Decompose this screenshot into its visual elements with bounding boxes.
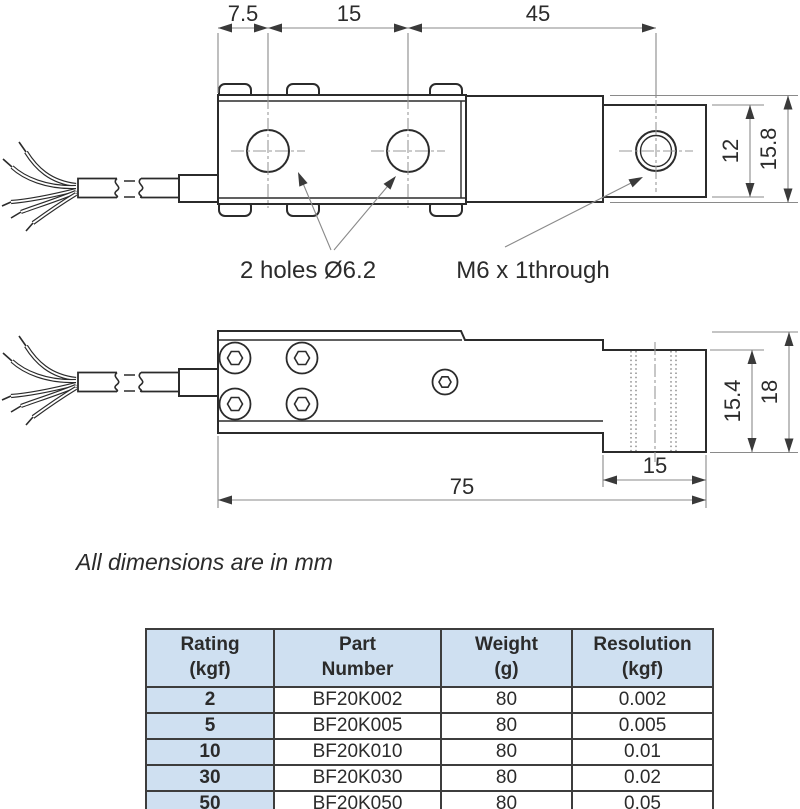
dim-75-value: 75 [450,474,474,499]
body-side-view [217,330,707,453]
cover-plate-lines-side [218,339,603,422]
technical-drawing: 7.5 15 45 12 15.8 [0,1,798,575]
weight-cell: 80 [440,764,573,792]
header-resolution: Resolution(kgf) [571,628,714,688]
table-row: 2 BF20K002 80 0.002 [145,686,714,714]
resolution-cell: 0.005 [571,712,714,740]
dim-15-side: 15 [603,453,706,485]
thread-callout-label: M6 x 1through [456,257,609,284]
part-number-cell: BF20K030 [273,764,442,792]
dim-15-top: 15 [268,1,408,33]
header-rating: Rating(kgf) [145,628,275,688]
side-view: 15 75 15.4 18 [2,330,798,508]
part-number-cell: BF20K050 [273,790,442,809]
dim-15-8-value: 15.8 [756,128,781,171]
cable-side-view [2,336,218,425]
weight-cell: 80 [440,738,573,766]
thread-callout: M6 x 1through [456,177,643,284]
resolution-cell: 0.01 [571,738,714,766]
dim-15-4-value: 15.4 [720,380,745,423]
dim-7-5-value: 7.5 [228,1,259,26]
units-note: All dimensions are in mm [74,549,333,575]
part-number-cell: BF20K002 [273,686,442,714]
mid-section-top-view [465,95,604,203]
dim-15-8: 15.8 [756,95,793,203]
rating-cell: 50 [145,790,275,809]
table-row: 10 BF20K010 80 0.01 [145,738,714,766]
dim-7-5: 7.5 [218,1,656,33]
resolution-cell: 0.02 [571,764,714,792]
socket-screws [218,341,459,421]
centerlines-top-view [231,96,693,208]
rating-cell: 10 [145,738,275,766]
resolution-cell: 0.002 [571,686,714,714]
extension-lines-right-side-view [710,331,798,454]
table-row: 30 BF20K030 80 0.02 [145,764,714,792]
dim-45: 45 [408,1,656,33]
table-row: 50 BF20K050 80 0.05 [145,790,714,809]
extension-lines-bottom [217,436,707,508]
dim-15-4: 15.4 [720,350,757,452]
rating-cell: 2 [145,686,275,714]
dim-45-value: 45 [526,1,550,26]
cover-plate-edges [219,100,465,199]
part-number-cell: BF20K005 [273,712,442,740]
holes-callout-label: 2 holes Ø6.2 [240,257,376,284]
dim-15-side-value: 15 [643,453,667,478]
extension-lines-right-top-view [610,94,798,204]
cable-top-view [2,142,218,231]
weight-cell: 80 [440,712,573,740]
weight-cell: 80 [440,686,573,714]
dim-15-value: 15 [337,1,361,26]
weight-cell: 80 [440,790,573,809]
dim-12-value: 12 [718,139,743,163]
dim-18-value: 18 [757,380,782,404]
part-number-cell: BF20K010 [273,738,442,766]
dim-75: 75 [218,474,706,505]
resolution-cell: 0.05 [571,790,714,809]
extension-lines-top [217,33,657,98]
rating-cell: 5 [145,712,275,740]
rating-cell: 30 [145,764,275,792]
top-view: 7.5 15 45 12 15.8 [2,1,798,284]
header-weight: Weight(g) [440,628,573,688]
table-row: 5 BF20K005 80 0.005 [145,712,714,740]
holes-callout: 2 holes Ø6.2 [240,172,396,284]
dim-18: 18 [757,332,794,453]
dim-12: 12 [718,105,755,197]
